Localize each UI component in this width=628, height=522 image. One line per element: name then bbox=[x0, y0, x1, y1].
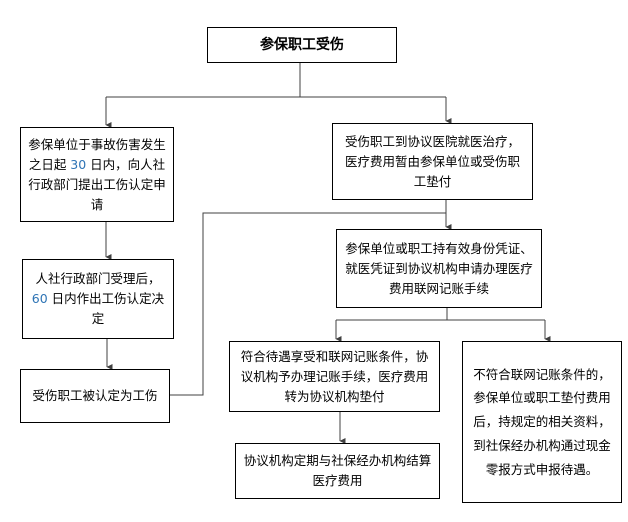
node-periodic-settlement-label: 协议机构定期与社保经办机构结算医疗费用 bbox=[243, 453, 432, 488]
node-determination-decision: 人社行政部门受理后， 60 日内作出工伤认定决定 bbox=[22, 259, 174, 339]
node-hospital-treatment-label: 受伤职工到协议医院就医治疗，医疗费用暂由参保单位或受伤职工垫付 bbox=[344, 133, 520, 189]
node-not-meets-billing-conditions: 不符合联网记账条件的，参保单位或职工垫付费用后，持规定的相关资料，到社保经办机构… bbox=[462, 341, 622, 503]
highlight-number-60: 60 bbox=[31, 291, 48, 306]
node-apply-network-billing: 参保单位或职工持有效身份凭证、就医凭证到协议机构申请办理医疗费用联网记账手续 bbox=[336, 229, 542, 308]
node-not-meets-billing-conditions-label: 不符合联网记账条件的，参保单位或职工垫付费用后，持规定的相关资料，到社保经办机构… bbox=[473, 366, 611, 477]
node-determination-decision-label: 人社行政部门受理后， 60 日内作出工伤认定决定 bbox=[29, 269, 167, 329]
node-meets-billing-conditions: 符合待遇享受和联网记账条件，协议机构予办理记账手续，医疗费用转为协议机构垫付 bbox=[229, 341, 440, 412]
highlight-number-30: 30 bbox=[70, 156, 87, 172]
node-insured-employee-injured-label: 参保职工受伤 bbox=[260, 36, 344, 53]
node-meets-billing-conditions-label: 符合待遇享受和联网记账条件，协议机构予办理记账手续，医疗费用转为协议机构垫付 bbox=[240, 348, 429, 404]
node-apply-network-billing-label: 参保单位或职工持有效身份凭证、就医凭证到协议机构申请办理医疗费用联网记账手续 bbox=[345, 240, 533, 296]
node-recognized-as-work-injury-label: 受伤职工被认定为工伤 bbox=[32, 388, 158, 403]
text-after-days-30: 日内，向人社行政部门提出工伤认定申请 bbox=[28, 156, 166, 212]
node-recognized-as-work-injury: 受伤职工被认定为工伤 bbox=[20, 369, 170, 423]
node-apply-injury-determination-label: 参保单位于事故伤害发生之日起 30 日内，向人社行政部门提出工伤认定申请 bbox=[27, 135, 167, 215]
text-after-days-60: 日内作出工伤认定决定 bbox=[47, 291, 165, 326]
node-periodic-settlement: 协议机构定期与社保经办机构结算医疗费用 bbox=[235, 443, 440, 499]
text-before-days-30: 参保单位于事故伤害发生之日起 bbox=[28, 136, 166, 172]
node-insured-employee-injured: 参保职工受伤 bbox=[207, 27, 397, 63]
text-before-days-60: 人社行政部门受理后， bbox=[35, 271, 161, 286]
node-hospital-treatment: 受伤职工到协议医院就医治疗，医疗费用暂由参保单位或受伤职工垫付 bbox=[332, 123, 533, 200]
node-apply-injury-determination: 参保单位于事故伤害发生之日起 30 日内，向人社行政部门提出工伤认定申请 bbox=[20, 127, 174, 222]
